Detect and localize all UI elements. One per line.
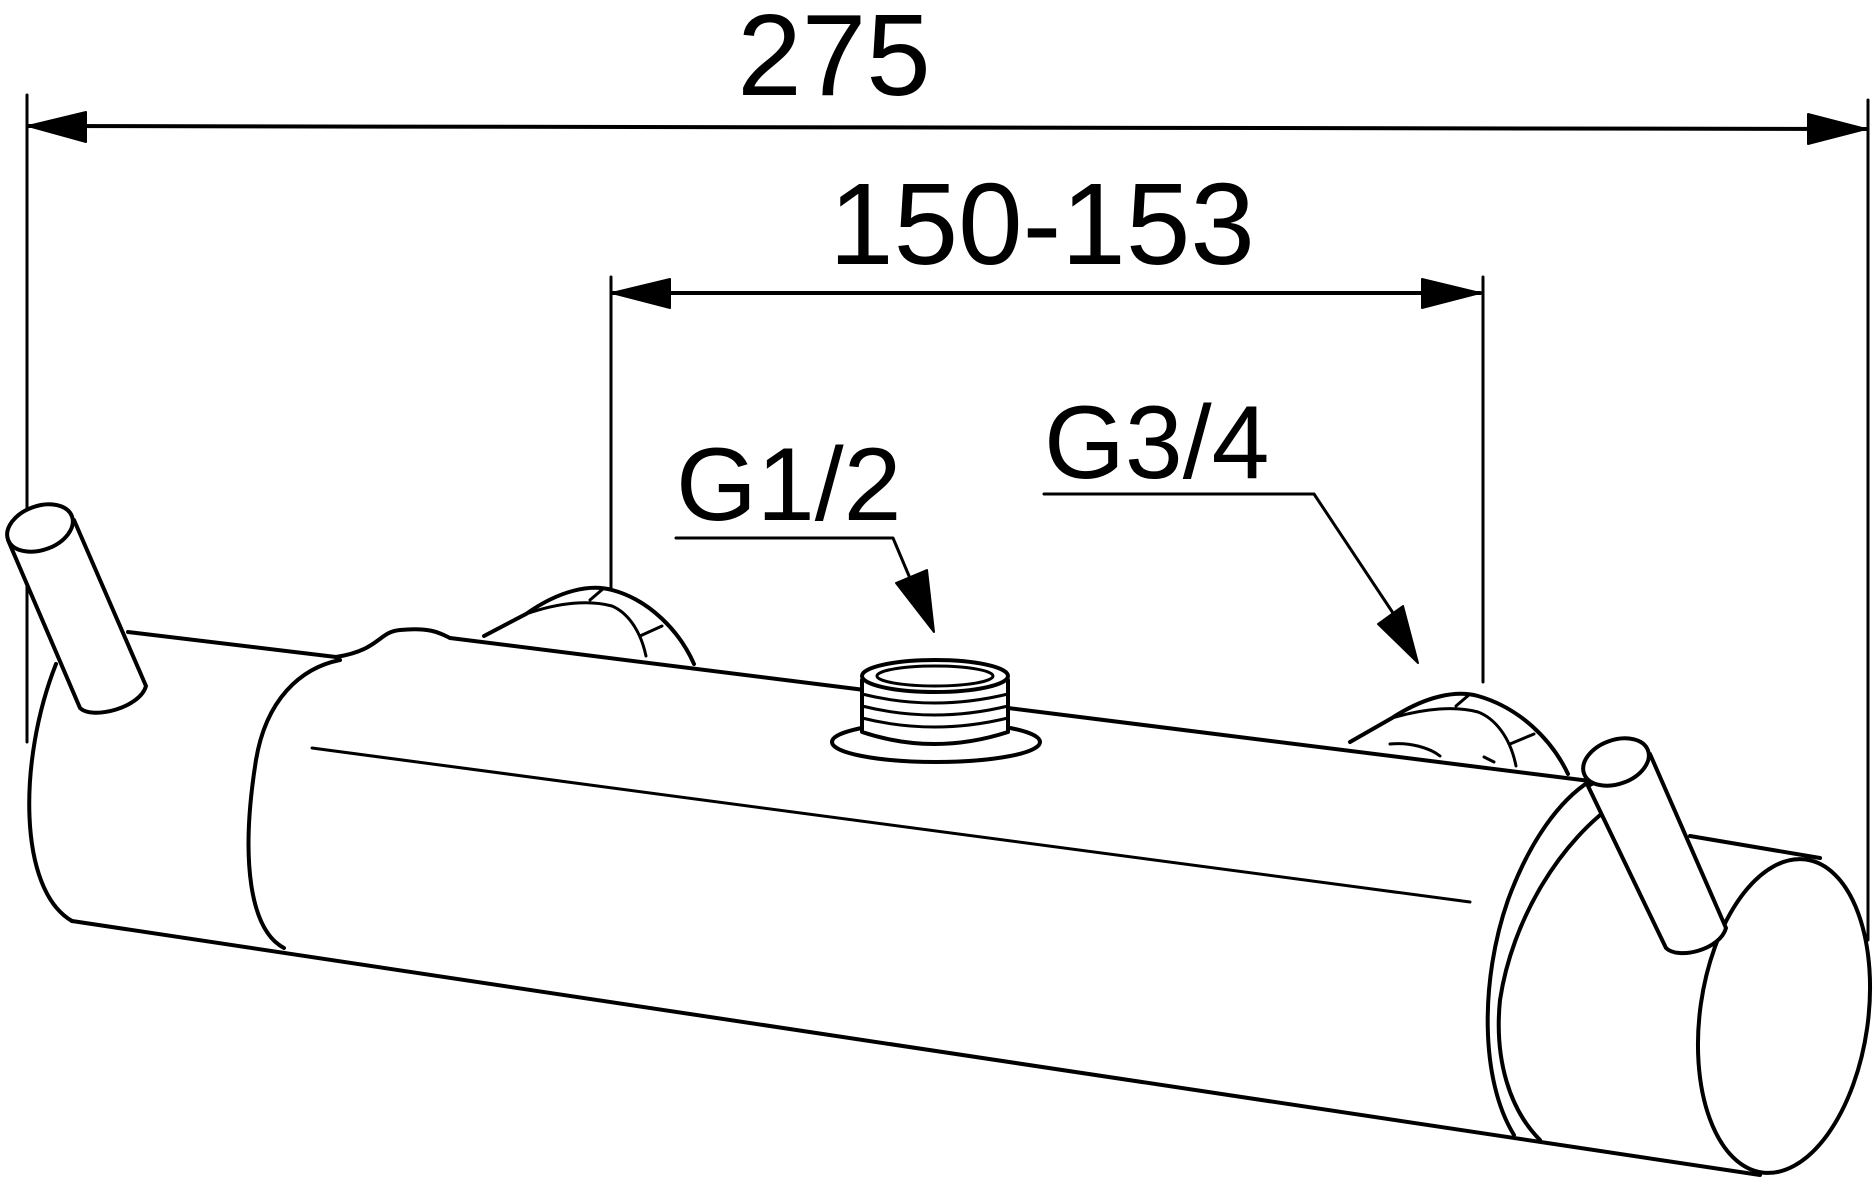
thread-ridge-2 [860, 704, 1010, 717]
inlet-thread-callout: G3/4 [1042, 385, 1419, 664]
left-lever-handle [5, 502, 148, 715]
overall-left-arrowhead [27, 111, 87, 143]
left-end-cap [27, 662, 74, 923]
outlet-thread-body [860, 678, 1010, 746]
right-inlet-inner [1390, 707, 1518, 768]
outlet-leader-line [674, 536, 914, 585]
outlet-bore [875, 664, 995, 688]
right-lever-tip [1581, 736, 1651, 788]
thread-ridge-1 [860, 692, 1010, 705]
body-top-edge-right [1688, 834, 1822, 860]
inlet-left-arrowhead [611, 278, 671, 309]
left-inlet-inner [524, 601, 648, 658]
overall-right-arrowhead [1807, 113, 1867, 145]
right-inlet-contour [1348, 691, 1570, 776]
right-knob-rim-inner [1496, 798, 1622, 1142]
left-inlet-contour [482, 585, 696, 666]
left-inlet-fitting [482, 585, 696, 666]
right-inlet-mark [1482, 755, 1496, 764]
overall-dimension-line [26, 124, 1868, 131]
right-knob-face [1695, 857, 1873, 1175]
outlet-thread-callout: G1/2 [674, 427, 935, 633]
outlet-threaded-nipple [830, 658, 1042, 764]
thread-ridge-3 [860, 716, 1010, 729]
inlet-spacing-dimension: 150-153 [609, 159, 1485, 684]
inlet-right-arrowhead [1421, 278, 1481, 309]
left-lever-tip [5, 502, 75, 554]
right-control-knob [1485, 736, 1873, 1175]
overall-length-dimension: 275 [25, 0, 1870, 942]
outlet-leader-arrowhead [895, 569, 935, 633]
left-collar-top [334, 627, 452, 659]
body-top-edge-left [126, 630, 338, 659]
inlet-leader-arrowhead [1377, 605, 1419, 664]
body-top-edge [448, 636, 1592, 783]
inlet-leader-line [1042, 492, 1397, 618]
overall-length-label: 275 [737, 0, 931, 120]
left-lever-shaft [6, 518, 148, 715]
left-collar-face [246, 658, 342, 950]
right-inlet-facets [1454, 692, 1536, 746]
body-highlight-line [310, 746, 1472, 904]
right-inlet-fitting [1348, 691, 1570, 776]
right-lever-shaft [1586, 752, 1728, 956]
body-bottom-edge [70, 919, 1762, 1177]
mixer-body [27, 585, 1822, 1177]
inlet-spacing-label: 150-153 [829, 159, 1255, 289]
outlet-thread-label: G1/2 [676, 427, 901, 543]
right-inlet-lip [1388, 742, 1442, 758]
left-inlet-facets [588, 586, 664, 638]
right-knob-rim-outer [1485, 779, 1592, 1137]
inlet-thread-label: G3/4 [1044, 385, 1269, 501]
